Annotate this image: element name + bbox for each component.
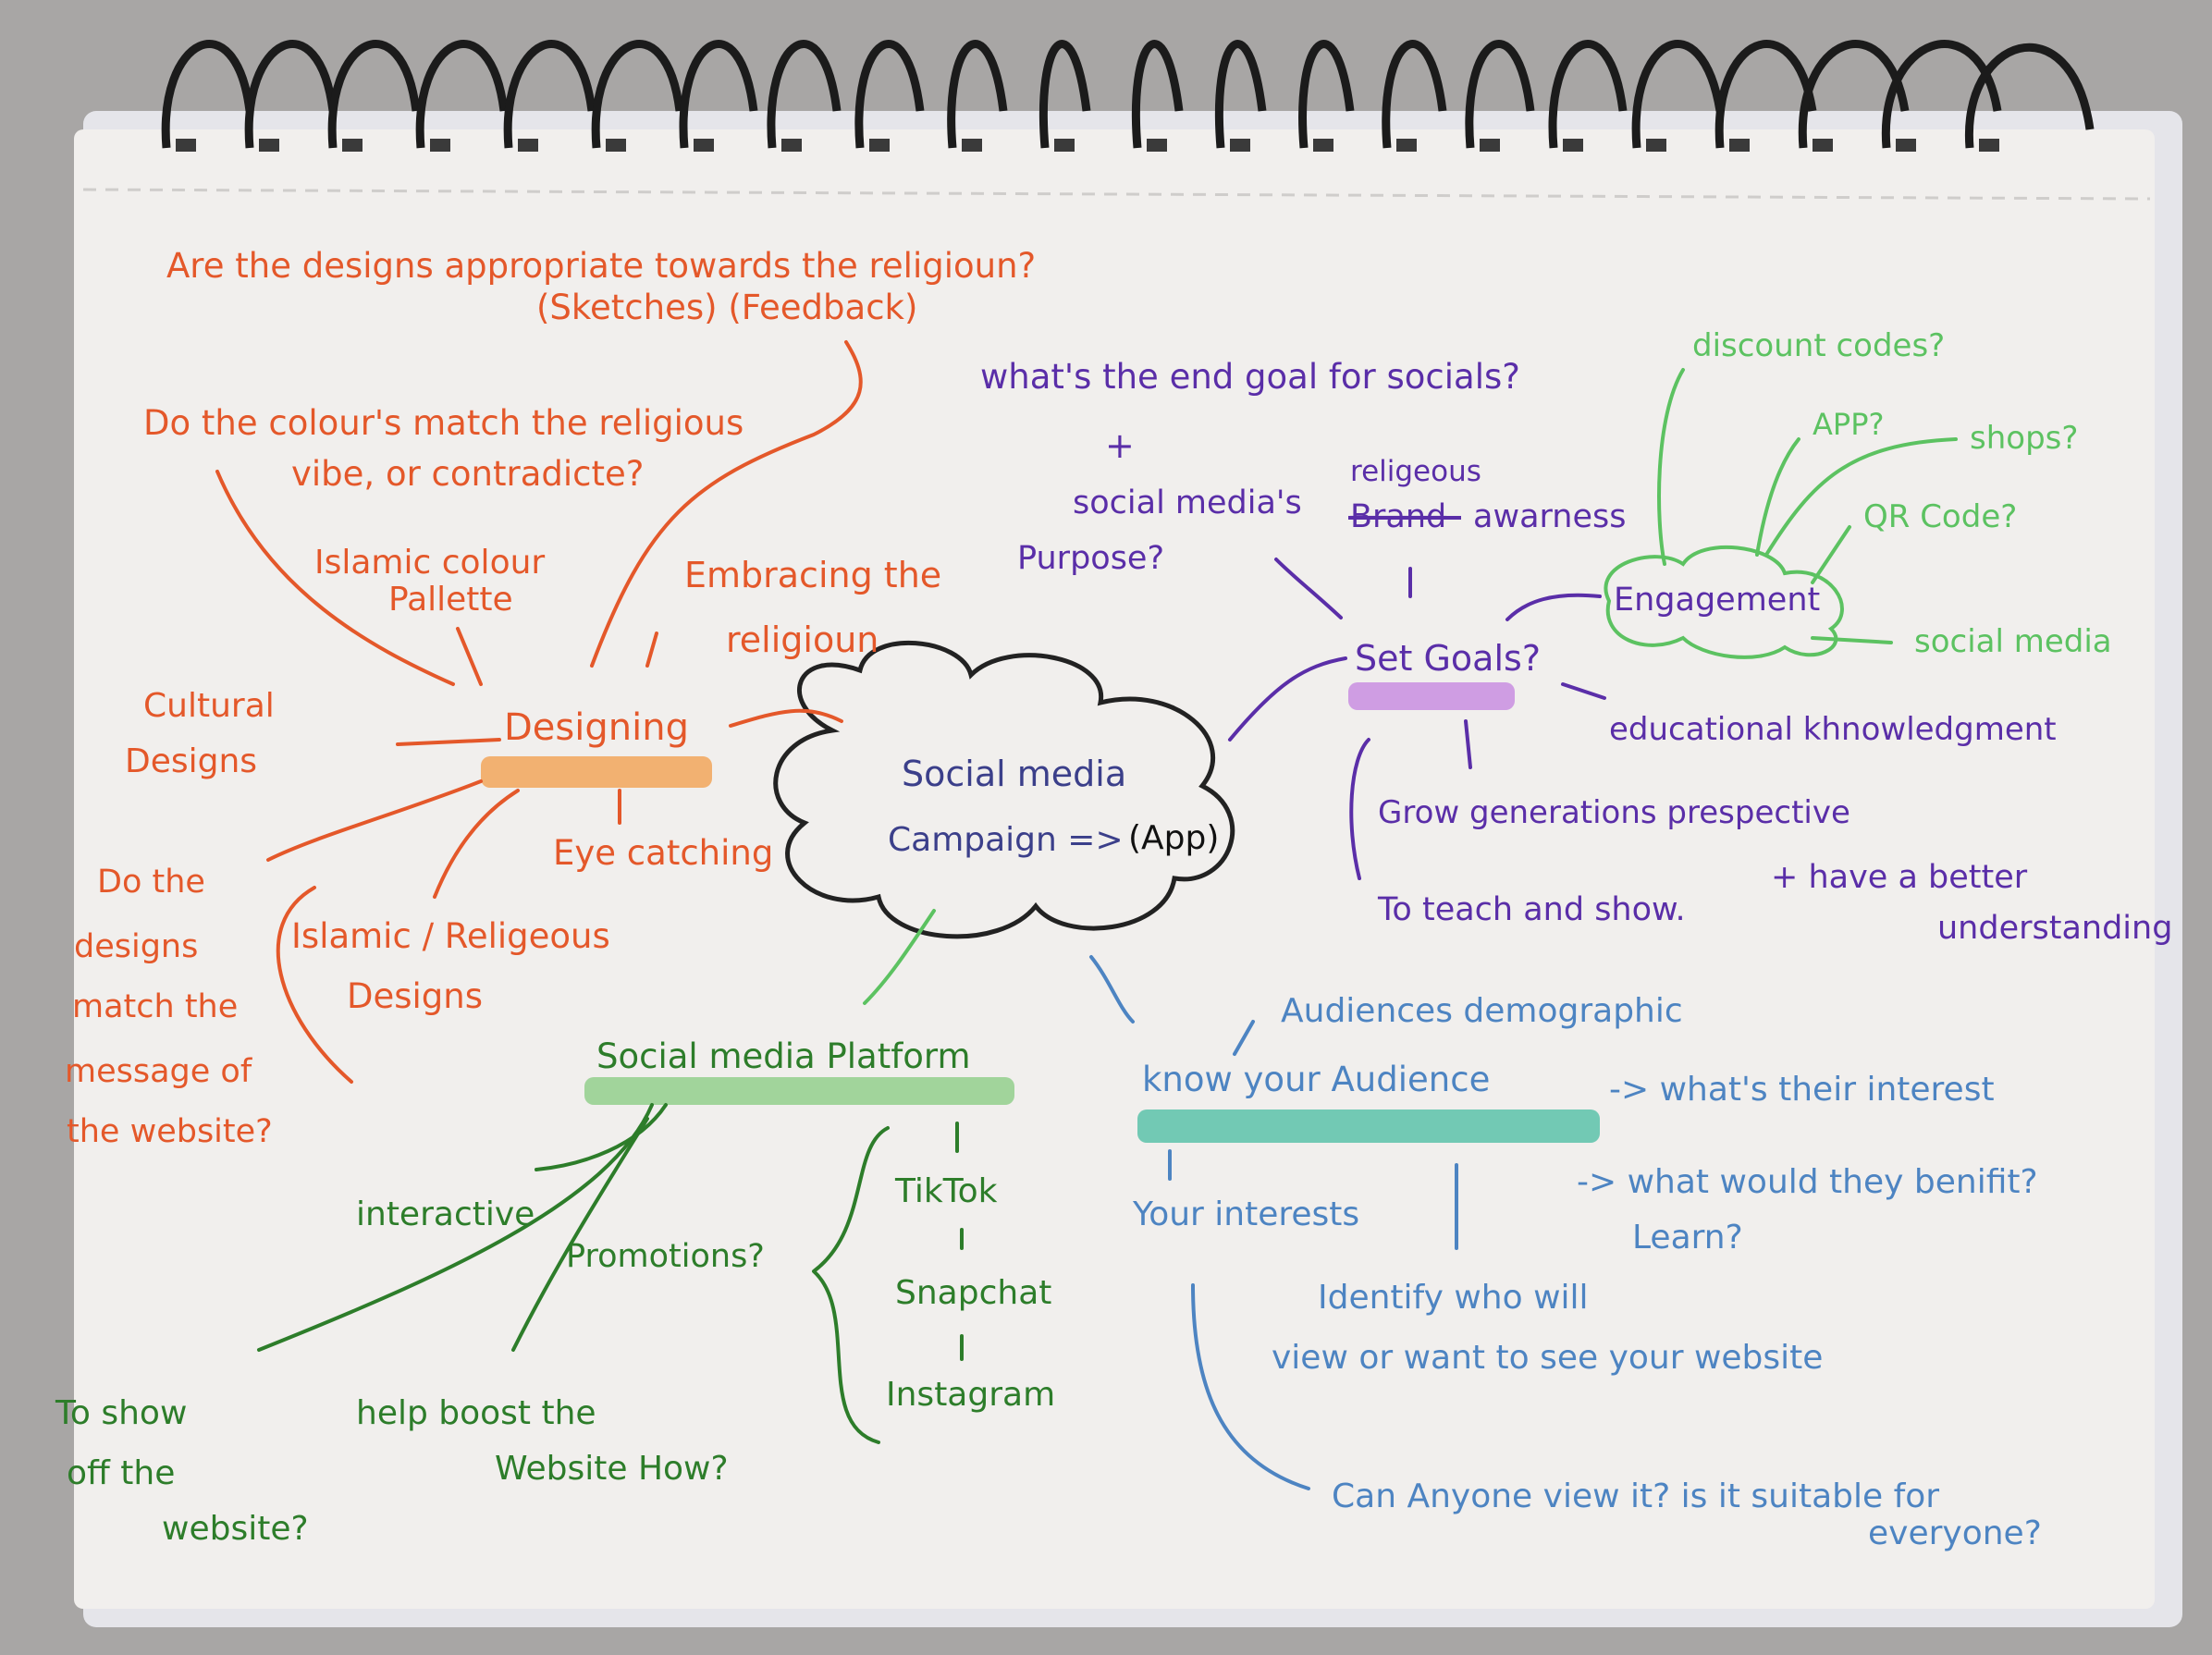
show-off-line1: To show: [55, 1394, 187, 1432]
message-question-line4: message of: [65, 1053, 252, 1090]
end-goal-question: what's the end goal for socials?: [980, 357, 1520, 397]
audience-interest: -> what's their interest: [1609, 1071, 1995, 1109]
platform-title: Social media Platform: [596, 1036, 971, 1076]
designing-title: Designing: [504, 706, 689, 749]
islamic-designs-line2: Designs: [347, 976, 483, 1016]
teach-show: To teach and show.: [1377, 891, 1686, 928]
grow-generations: Grow generations prespective: [1378, 794, 1850, 831]
plus-sign: +: [1105, 425, 1135, 466]
designing-highlight: [481, 756, 712, 788]
anyone-question-line2: everyone?: [1868, 1514, 2042, 1552]
promotions-label: Promotions?: [566, 1238, 765, 1275]
message-question-line5: the website?: [67, 1113, 273, 1150]
message-question-line3: match the: [72, 988, 238, 1025]
tiktok-label: TikTok: [894, 1172, 998, 1210]
colours-question-line1: Do the colour's match the religious: [143, 403, 743, 443]
cultural-designs-line1: Cultural: [143, 687, 275, 725]
center-label-line1: Social media: [902, 754, 1126, 794]
app-question: APP?: [1813, 407, 1884, 442]
audience-benefit-line2: Learn?: [1632, 1219, 1743, 1257]
goals-highlight: [1348, 682, 1515, 710]
perforation-line: [82, 188, 2151, 201]
shops-question: shops?: [1970, 420, 2078, 457]
embracing-line1: Embracing the: [684, 555, 941, 595]
audience-benefit-line1: -> what would they benifit?: [1577, 1163, 2038, 1201]
audience-title: know your Audience: [1142, 1060, 1490, 1099]
cultural-designs-line2: Designs: [125, 742, 257, 780]
identify-line2: view or want to see your website: [1272, 1339, 1823, 1377]
center-cloud: [773, 640, 1235, 939]
educational-knowledgment: educational khnowledgment: [1609, 711, 2057, 748]
awareness-label: awarness: [1473, 498, 1626, 535]
your-interests: Your interests: [1132, 1195, 1359, 1233]
engagement-cloud: [1604, 545, 1844, 659]
better-understanding-line1: + have a better: [1771, 859, 2028, 896]
connector-lines: [215, 340, 1958, 1490]
anyone-question-line1: Can Anyone view it? is it suitable for: [1332, 1477, 1939, 1515]
show-off-line3: website?: [162, 1510, 309, 1548]
islamic-palette-line1: Islamic colour: [314, 544, 545, 582]
religious-label: religeous: [1350, 455, 1481, 488]
spiral-binding: [161, 40, 2095, 149]
islamic-palette-line2: Pallette: [388, 581, 513, 619]
binding-holes: [176, 139, 1999, 152]
islamic-designs-line1: Islamic / Religeous: [291, 916, 610, 956]
help-boost-line1: help boost the: [356, 1394, 596, 1432]
embracing-line2: religioun: [726, 619, 879, 660]
audience-highlight: [1137, 1109, 1600, 1143]
message-question-line2: designs: [74, 928, 198, 965]
interactive-label: interactive: [356, 1195, 535, 1233]
better-understanding-line2: understanding: [1937, 910, 2172, 947]
social-purpose-line1: social media's: [1073, 484, 1302, 521]
center-app-label: (App): [1128, 819, 1219, 857]
sketches-feedback: (Sketches) (Feedback): [536, 288, 917, 327]
social-media-engagement: social media: [1914, 623, 2112, 660]
message-question-line1: Do the: [97, 864, 205, 901]
show-off-line2: off the: [67, 1454, 175, 1492]
eye-catching: Eye catching: [553, 833, 773, 873]
audience-demographic: Audiences demographic: [1281, 992, 1683, 1030]
identify-line1: Identify who will: [1318, 1279, 1589, 1317]
center-label-line2: Campaign =>: [888, 821, 1124, 859]
qr-code-question: QR Code?: [1863, 498, 2017, 535]
colours-question-line2: vibe, or contradicte?: [291, 454, 644, 494]
instagram-label: Instagram: [886, 1376, 1055, 1414]
snapchat-label: Snapchat: [895, 1274, 1051, 1312]
appropriate-question: Are the designs appropriate towards the …: [166, 246, 1036, 286]
platform-highlight: [584, 1077, 1014, 1105]
engagement-label: Engagement: [1614, 582, 1820, 619]
social-purpose-line2: Purpose?: [1017, 540, 1164, 577]
discount-codes: discount codes?: [1692, 327, 1945, 364]
sketchbook-page: [74, 129, 2155, 1609]
help-boost-line2: Website How?: [495, 1450, 729, 1488]
set-goals-title: Set Goals?: [1355, 638, 1541, 679]
